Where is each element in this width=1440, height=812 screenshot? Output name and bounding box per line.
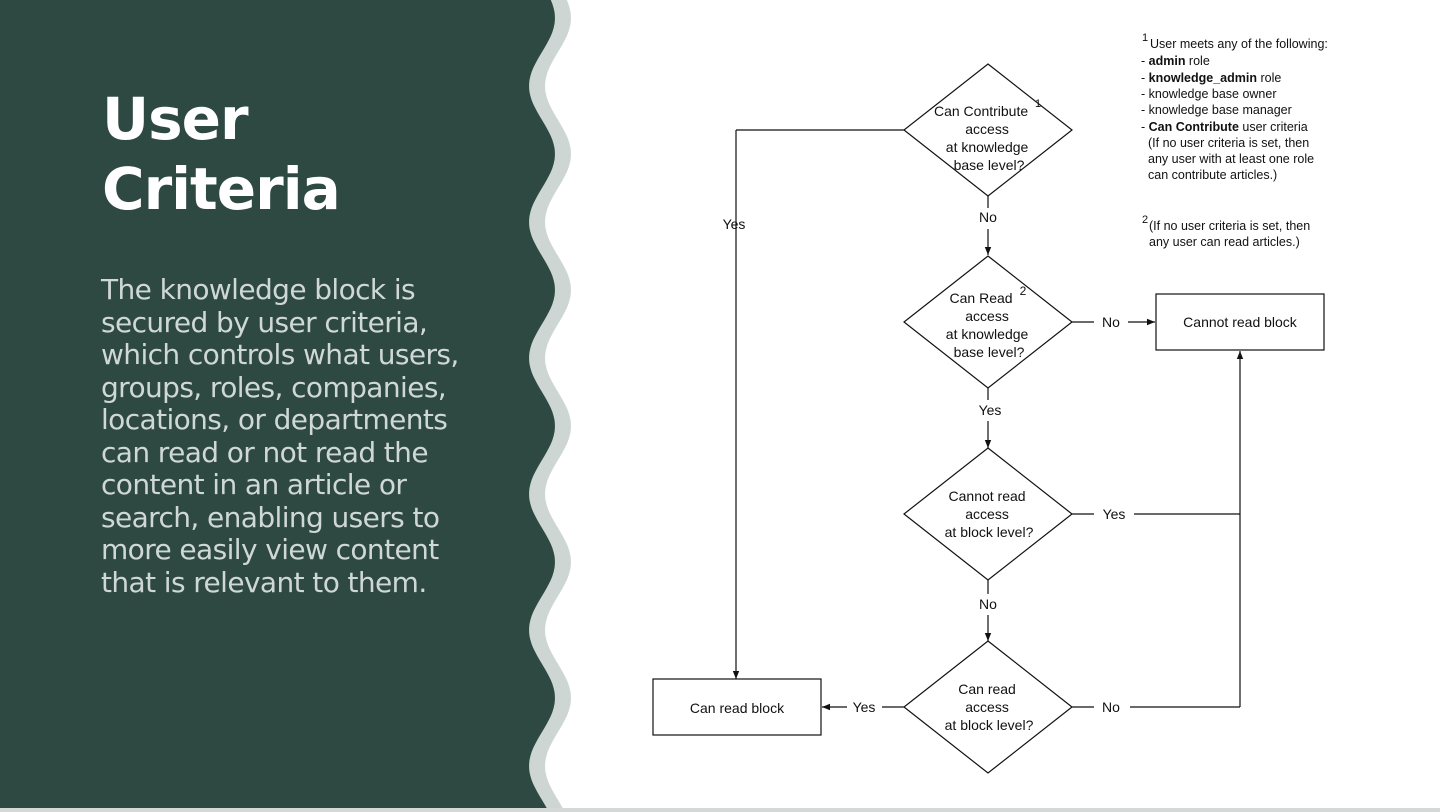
d3-text: Cannot read access at block level? <box>945 488 1034 540</box>
note2-marker: 2 <box>1142 214 1148 226</box>
d2-line-3: at knowledge <box>946 326 1029 342</box>
bottom-divider <box>0 808 1440 812</box>
note1-item-4-text: knowledge base manager <box>1149 103 1292 117</box>
note2-line-2: any user can read articles.) <box>1149 235 1300 249</box>
slide-title: User Criteria <box>102 84 522 224</box>
note1-item-3: - knowledge base owner <box>1141 87 1277 101</box>
note1-item-2: - knowledge_admin role <box>1141 71 1281 85</box>
d4-text: Can read access at block level? <box>945 681 1034 733</box>
label-d2-no: No <box>1102 314 1120 330</box>
d4-line-2: access <box>965 699 1009 715</box>
note1-item-1-bold: admin <box>1149 54 1186 68</box>
d1-line-2: access <box>965 121 1009 137</box>
box-cannot-read-block <box>1155 293 1325 351</box>
d1-text: Can Contribute access at knowledge base … <box>934 103 1032 173</box>
flowchart: Can Contribute access at knowledge base … <box>652 32 1328 774</box>
box-cannot-read-text: Cannot read block <box>1183 314 1298 330</box>
label-d2-yes: Yes <box>979 402 1002 418</box>
d2-footnote-marker: 2 <box>1020 284 1027 298</box>
d2-line-2: access <box>965 308 1009 324</box>
slide-body-text: The knowledge block is secured by user c… <box>101 273 459 599</box>
note1-item-2-rest: role <box>1257 71 1281 85</box>
note1-item-2-bold: knowledge_admin <box>1149 71 1257 85</box>
decision-can-read-kb <box>903 255 1073 389</box>
note1-paren-3: can contribute articles.) <box>1148 168 1277 182</box>
note1-item-1: - admin role <box>1141 54 1210 68</box>
label-d4-yes: Yes <box>853 699 876 715</box>
label-d3-no: No <box>979 596 997 612</box>
note1-item-4: - knowledge base manager <box>1141 103 1292 117</box>
label-d1-yes: Yes <box>723 216 746 232</box>
wave-edge-decoration <box>0 0 571 812</box>
note1-item-5: - Can Contribute user criteria <box>1141 120 1308 134</box>
title-line-1: User <box>102 85 249 153</box>
box-can-read-text: Can read block <box>690 700 785 716</box>
decision-can-read-block <box>903 640 1073 774</box>
d3-line-3: at block level? <box>945 524 1034 540</box>
decision-cannot-read-block <box>903 447 1073 581</box>
d3-line-1: Cannot read <box>949 488 1026 504</box>
d2-line-4: base level? <box>954 344 1025 360</box>
title-line-2: Criteria <box>102 155 341 223</box>
note1-paren-1: (If no user criteria is set, then <box>1148 136 1309 150</box>
note1-marker: 1 <box>1142 32 1148 44</box>
connector-lines <box>732 129 1244 711</box>
d1-line-1: Can Contribute <box>934 103 1028 119</box>
left-panel: User Criteria The knowledge block is sec… <box>0 0 600 812</box>
d2-line-1: Can Read <box>950 290 1013 306</box>
footnote-1: 1 User meets any of the following: - adm… <box>1141 32 1328 182</box>
footnote-2: 2 (If no user criteria is set, then any … <box>1142 214 1310 249</box>
d3-line-2: access <box>965 506 1009 522</box>
d2-text: Can Read access at knowledge base level? <box>946 290 1032 360</box>
label-d4-no: No <box>1102 699 1120 715</box>
note1-item-3-text: knowledge base owner <box>1149 87 1277 101</box>
label-d3-yes: Yes <box>1103 506 1126 522</box>
wave-panel <box>0 0 555 812</box>
d1-line-4: base level? <box>954 157 1025 173</box>
d4-line-3: at block level? <box>945 717 1034 733</box>
d1-footnote-marker: 1 <box>1035 98 1041 110</box>
note1-item-5-rest: user criteria <box>1239 120 1308 134</box>
box-can-read-block <box>652 678 822 736</box>
d4-line-1: Can read <box>958 681 1016 697</box>
note1-paren-2: any user with at least one role <box>1148 152 1314 166</box>
d1-line-3: at knowledge <box>946 139 1029 155</box>
note2-line-1: (If no user criteria is set, then <box>1149 219 1310 233</box>
note1-item-1-rest: role <box>1185 54 1209 68</box>
label-d1-no: No <box>979 209 997 225</box>
note1-item-5-bold: Can Contribute <box>1149 120 1239 134</box>
note1-heading: User meets any of the following: <box>1150 37 1328 51</box>
decision-can-contribute <box>903 63 1073 197</box>
